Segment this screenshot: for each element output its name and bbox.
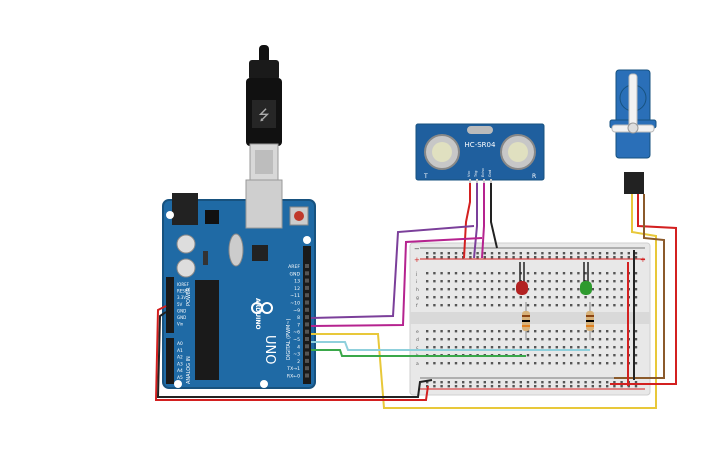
- power-label: POWER: [186, 287, 192, 306]
- red-led: [516, 262, 528, 295]
- power-jack: [172, 193, 198, 225]
- digital-pin-label: TX→1: [286, 366, 300, 372]
- analog-pin-label: A5: [177, 375, 183, 381]
- row-letter: e: [416, 330, 419, 335]
- row-letter: i: [416, 279, 417, 285]
- rail-plus-top: +: [414, 256, 420, 264]
- usb-port: [245, 179, 283, 229]
- sensor-left-mark: T: [423, 173, 428, 180]
- analog-pin-label: A3: [177, 361, 183, 367]
- digital-pin-label: ~11: [290, 293, 300, 299]
- resistor-2: [586, 302, 594, 340]
- sensor-pin-label: Gnd: [488, 170, 492, 177]
- power-pin-label: 5V: [177, 302, 183, 307]
- wire-sensor-gnd: [490, 183, 498, 249]
- sensor-pin-label: Echo: [481, 168, 485, 177]
- digital-pin-label: 12: [294, 286, 300, 292]
- digital-pin-label: ~6: [293, 330, 300, 336]
- wire-yellow: [311, 194, 657, 409]
- digital-label: DIGITAL (PWM~): [286, 318, 292, 360]
- sensor-pin-label: Vcc: [467, 171, 471, 177]
- power-pin-label: RESET: [177, 289, 190, 294]
- power-pin-label: GND: [177, 315, 186, 320]
- wire-servo-red: [610, 194, 677, 385]
- power-pin-label: Vin: [177, 322, 184, 327]
- analog-header: [166, 338, 174, 384]
- microcontroller-chip: [195, 280, 219, 380]
- usb-cable: ⭍: [246, 45, 282, 181]
- row-letter: a: [416, 362, 419, 367]
- row-letter: f: [416, 303, 418, 309]
- wire-black-ground: [156, 311, 433, 398]
- row-letter: d: [416, 337, 419, 343]
- sensor-pin-label: Trig: [474, 171, 478, 178]
- digital-pin-label: ~5: [293, 337, 300, 343]
- analog-pin-label: A1: [177, 348, 183, 354]
- wire-sensor-vcc: [463, 183, 471, 259]
- wires: [154, 183, 677, 409]
- wire-purple: [310, 225, 475, 319]
- arduino-model: UNO: [262, 335, 277, 364]
- digital-pin-label: GND: [289, 271, 300, 277]
- wire-green: [311, 349, 526, 357]
- digital-pin-label: 8: [297, 315, 300, 321]
- row-letter: j: [415, 271, 417, 277]
- rail-minus-top: −: [414, 245, 420, 253]
- wire-sensor-trig: [473, 183, 478, 259]
- arduino-logo: [251, 302, 273, 314]
- power-pin-label: GND: [177, 308, 186, 313]
- wire-servo-brown: [614, 194, 665, 379]
- sensor-name: HC-SR04: [465, 141, 496, 149]
- analog-label: ANALOG IN: [186, 356, 192, 384]
- digital-pin-label: ~3: [293, 352, 300, 358]
- svg-text:⭍: ⭍: [258, 108, 270, 124]
- analog-pin-label: A2: [177, 355, 183, 361]
- digital-pin-label: RX←0: [287, 374, 300, 380]
- rail-plus-top-right: +: [640, 256, 646, 264]
- analog-pin-label: A4: [177, 368, 183, 374]
- wire-cyan: [311, 341, 590, 351]
- digital-pin-label: 13: [294, 279, 300, 285]
- digital-pin-label: ~10: [290, 301, 300, 307]
- digital-header: [303, 246, 311, 384]
- wire-sensor-echo: [481, 183, 485, 259]
- servo-connector: [624, 172, 644, 194]
- digital-pin-label: ~9: [293, 308, 300, 314]
- green-led: [580, 262, 592, 295]
- servo-motor: [609, 69, 657, 194]
- power-header: [166, 277, 174, 333]
- row-letter: c: [416, 346, 419, 351]
- sensor-right-mark: R: [532, 173, 536, 180]
- digital-pin-label: AREF: [288, 264, 300, 270]
- digital-pin-label: 7: [297, 322, 300, 328]
- resistor-1: [522, 302, 530, 340]
- digital-pin-label: 4: [297, 344, 300, 350]
- row-letter: g: [416, 296, 419, 301]
- wire-magenta: [310, 237, 483, 327]
- power-pin-label: 3.3V: [177, 295, 186, 300]
- row-letter: h: [416, 287, 419, 293]
- analog-pin-label: A0: [177, 341, 183, 347]
- wire-red-power: [154, 305, 429, 401]
- digital-pin-label: 2: [297, 359, 300, 365]
- power-pin-label: IOREF: [177, 282, 190, 287]
- arduino-brand: ARDUINO: [254, 298, 261, 329]
